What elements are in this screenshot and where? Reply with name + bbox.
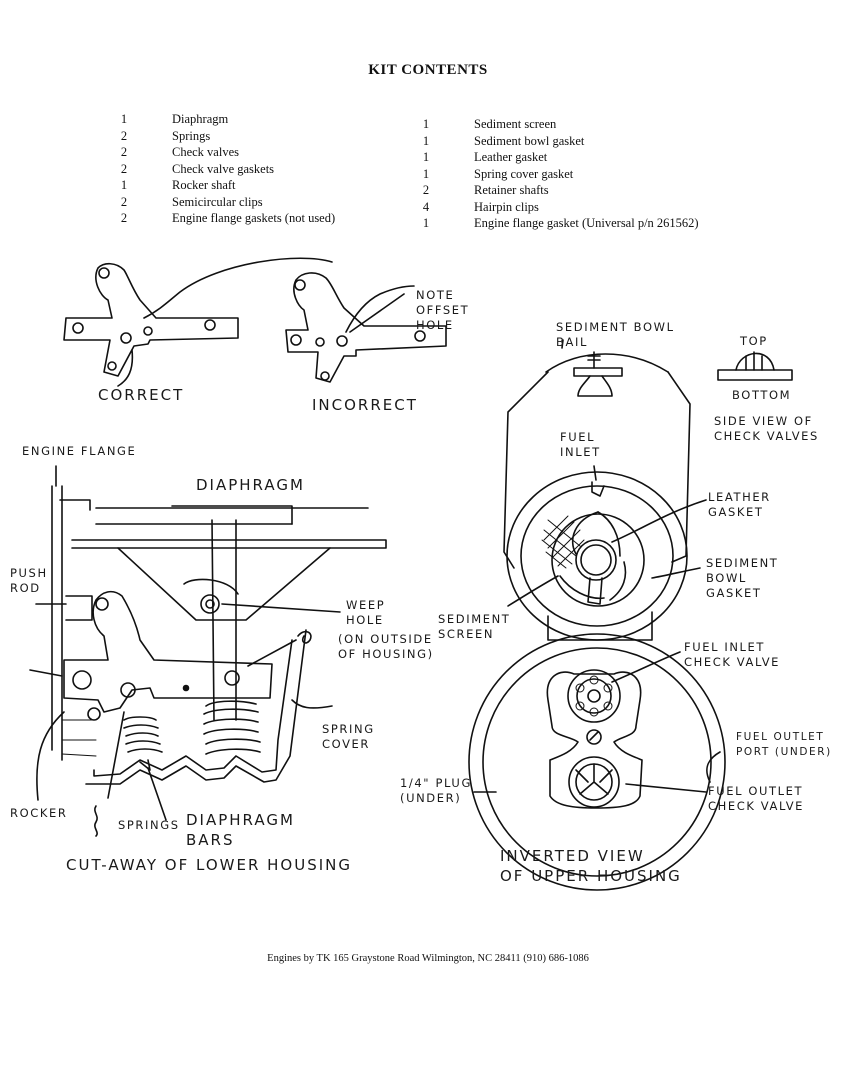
kit-item-name: Spring cover gasket <box>474 166 574 181</box>
label-cutaway-lower-housing: CUT-AWAY OF LOWER HOUSING <box>66 856 352 874</box>
kit-item-name: Check valve gaskets <box>172 161 275 176</box>
kit-left-row: 2 Springs <box>96 128 335 145</box>
kit-quantity: 2 <box>120 128 128 143</box>
lower-housing-cutaway <box>51 485 387 785</box>
kit-item-name: Leather gasket <box>474 150 548 164</box>
kit-left-row: 2 Check valve gaskets <box>96 161 335 178</box>
kit-right-row: 2 Retainer shafts <box>398 182 699 199</box>
kit-right-row: 1 Spring cover gasket <box>398 166 699 183</box>
kit-right-row: 1 Sediment screen <box>398 116 699 133</box>
kit-quantity: 1 <box>422 133 430 148</box>
label-correct: CORRECT <box>98 386 185 404</box>
label-spring-cover: SPRING COVER <box>322 722 375 751</box>
kit-quantity: 1 <box>422 166 430 181</box>
rocker-incorrect-drawing <box>285 272 447 383</box>
footer-contact: Engines by TK 165 Graystone Road Wilming… <box>267 953 589 964</box>
label-diaphragm: DIAPHRAGM <box>196 476 305 494</box>
label-quarter-plug: 1/4" PLUG (UNDER) <box>400 776 472 805</box>
label-top: TOP <box>740 334 768 348</box>
label-springs: SPRINGS <box>118 818 180 832</box>
kit-quantity: 2 <box>120 145 128 159</box>
kit-left-row: 2 Check valves <box>96 144 335 161</box>
kit-item-name: Sediment screen <box>474 117 557 131</box>
label-fuel-inlet: FUEL INLET <box>560 430 601 459</box>
kit-left-row: 1 Diaphragm <box>96 111 335 128</box>
label-incorrect: INCORRECT <box>312 396 418 414</box>
kit-item-name: Retainer shafts <box>474 183 549 197</box>
kit-item-name: Springs <box>172 128 211 143</box>
label-sediment-bowl-bail: SEDIMENT BOWL BAIL <box>556 320 675 349</box>
label-side-view-check-valves: SIDE VIEW OF CHECK VALVES <box>714 414 819 443</box>
label-fuel-inlet-check-valve: FUEL INLET CHECK VALVE <box>684 640 781 669</box>
kit-item-name: Sediment bowl gasket <box>474 133 585 148</box>
label-sediment-screen: SEDIMENT SCREEN <box>438 612 511 641</box>
label-weep-hole: WEEP HOLE <box>346 598 386 627</box>
kit-item-name: Rocker shaft <box>172 178 236 192</box>
label-inverted-view-upper-housing: INVERTED VIEW OF UPPER HOUSING <box>500 847 682 885</box>
label-diaphragm-bars: DIAPHRAGM BARS <box>186 811 295 849</box>
label-leather-gasket: LEATHER GASKET <box>708 490 771 519</box>
kit-quantity: 1 <box>422 117 430 131</box>
label-rocker: ROCKER <box>10 806 68 820</box>
kit-item-name: Engine flange gasket (Universal p/n 2615… <box>474 216 699 230</box>
kit-quantity: 1 <box>120 112 128 126</box>
kit-right-row: 1 Sediment bowl gasket <box>398 133 699 150</box>
kit-left-row: 2 Semicircular clips <box>96 194 335 211</box>
label-bottom: BOTTOM <box>732 388 792 402</box>
kit-item-name: Diaphragm <box>172 112 229 126</box>
page-title: KIT CONTENTS <box>368 62 488 78</box>
kit-left-row: 2 Engine flange gaskets (not used) <box>96 210 335 227</box>
kit-quantity: 2 <box>120 211 128 225</box>
label-push-rod: PUSH ROD <box>10 566 48 595</box>
rocker-correct-drawing <box>63 257 333 387</box>
kit-right-row: 1 Leather gasket <box>398 149 699 166</box>
label-weep-note: (ON OUTSIDE OF HOUSING) <box>338 632 434 661</box>
kit-quantity: 2 <box>120 161 128 176</box>
kit-item-name: Semicircular clips <box>172 194 263 209</box>
label-note-offset-hole: NOTE OFFSET HOLE <box>416 288 470 332</box>
kit-quantity: 1 <box>422 216 430 230</box>
check-valve-side-view <box>717 351 793 381</box>
kit-quantity: 2 <box>120 194 128 209</box>
kit-item-name: Engine flange gaskets (not used) <box>172 211 336 225</box>
kit-right-row: 1 Engine flange gasket (Universal p/n 261… <box>398 215 699 232</box>
lower-housing-leaders <box>29 465 341 837</box>
kit-left-row: 1 Rocker shaft <box>96 177 335 194</box>
kit-quantity: 4 <box>422 199 430 214</box>
label-fuel-outlet-check-valve: FUEL OUTLET CHECK VALVE <box>708 784 805 813</box>
kit-item-name: Hairpin clips <box>474 199 539 214</box>
kit-quantity: 1 <box>422 150 430 164</box>
upper-housing-leaders <box>473 339 721 793</box>
kit-quantity: 1 <box>120 178 128 192</box>
kit-quantity: 2 <box>422 183 430 197</box>
kit-right-row: 4 Hairpin clips <box>398 199 699 216</box>
label-engine-flange: ENGINE FLANGE <box>22 444 137 458</box>
kit-item-name: Check valves <box>172 145 239 159</box>
label-fuel-outlet-port: FUEL OUTLET PORT (UNDER) <box>736 731 832 758</box>
label-sediment-bowl-gasket: SEDIMENT BOWL GASKET <box>706 556 779 600</box>
upper-housing-inverted-view <box>468 351 726 891</box>
